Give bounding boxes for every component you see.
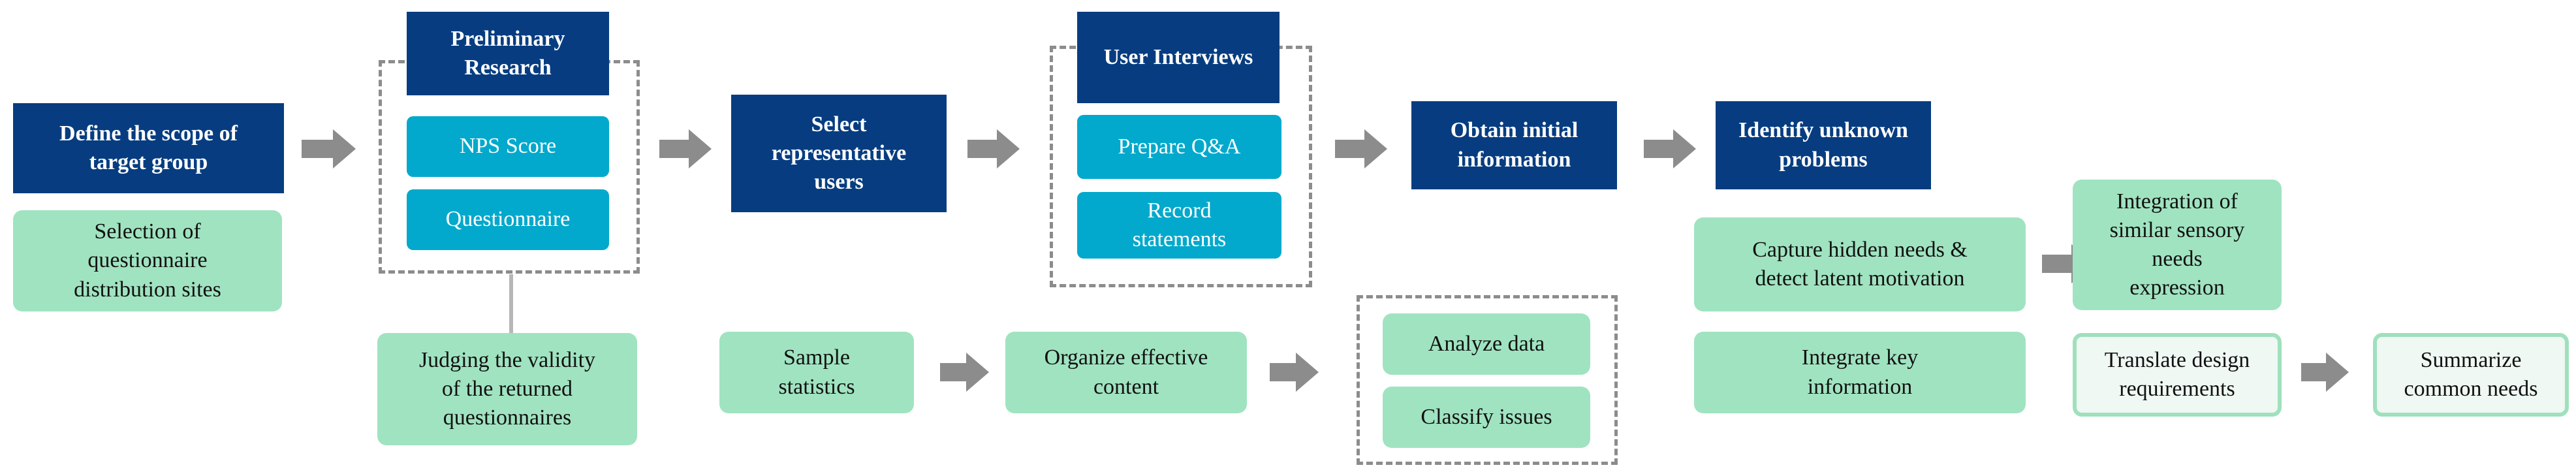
sample-statistics-box: Sample statistics <box>719 332 914 413</box>
analyze-data-box: Analyze data <box>1383 313 1590 375</box>
capture-needs-box: Capture hidden needs & detect latent mot… <box>1694 217 2026 311</box>
arrow-8 <box>1270 353 1319 392</box>
arrow-1 <box>302 129 356 168</box>
arrow-9 <box>2301 353 2349 392</box>
arrow-2 <box>659 129 712 168</box>
user-interviews-box: User Interviews <box>1077 12 1280 103</box>
record-statements-box: Record statements <box>1077 192 1281 259</box>
integrate-key-box: Integrate key information <box>1694 332 2026 413</box>
select-users-box: Select representative users <box>731 95 947 212</box>
preliminary-research-box: Preliminary Research <box>407 12 609 95</box>
arrow-7 <box>940 353 989 392</box>
organize-content-box: Organize effective content <box>1005 332 1247 413</box>
obtain-info-box: Obtain initial information <box>1411 101 1617 189</box>
arrow-4 <box>1335 129 1387 168</box>
classify-issues-box: Classify issues <box>1383 387 1590 448</box>
arrow-3 <box>967 129 1020 168</box>
connector-line <box>509 274 513 333</box>
arrow-5 <box>1644 129 1696 168</box>
judging-validity-box: Judging the validity of the returned que… <box>377 333 637 445</box>
define-scope-box: Define the scope of target group <box>13 103 284 193</box>
prepare-qa-box: Prepare Q&A <box>1077 115 1281 179</box>
summarize-needs-box: Summarize common needs <box>2373 333 2569 417</box>
analysis-group <box>1357 295 1618 465</box>
questionnaire-box: Questionnaire <box>407 189 609 250</box>
integration-sensory-box: Integration of similar sensory needs exp… <box>2073 180 2282 310</box>
identify-problems-box: Identify unknown problems <box>1716 101 1931 189</box>
selection-sites-box: Selection of questionnaire distribution … <box>13 210 282 311</box>
nps-score-box: NPS Score <box>407 116 609 177</box>
translate-design-box: Translate design requirements <box>2073 333 2282 417</box>
